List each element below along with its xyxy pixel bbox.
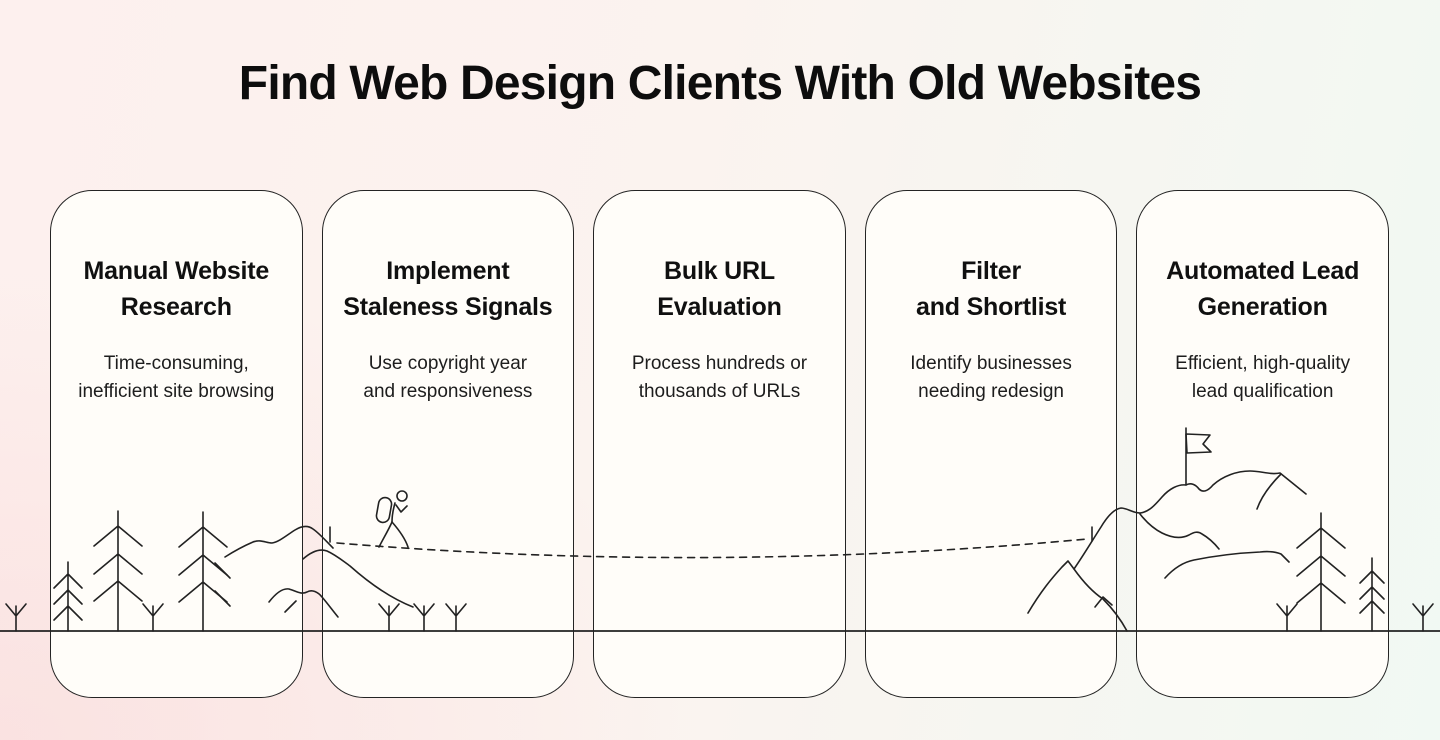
step-card-staleness-signals: Implement Staleness Signals Use copyrigh… — [321, 190, 575, 698]
card-description: Identify businesses needing redesign — [910, 353, 1072, 402]
card-heading: Bulk URL Evaluation — [657, 257, 782, 321]
card-description: Process hundreds or thousands of URLs — [631, 353, 808, 402]
card-description: Efficient, high-quality lead qualificati… — [1175, 353, 1351, 402]
card-heading: Implement Staleness Signals — [343, 257, 553, 321]
card-description: Use copyright year and responsiveness — [363, 353, 533, 402]
step-card-manual-research: Manual Website Research Time-consuming, … — [50, 190, 303, 698]
step-cards-row: Manual Website Research Time-consuming, … — [50, 190, 1389, 698]
card-heading: Manual Website Research — [83, 257, 270, 321]
step-card-filter-shortlist: Filter and Shortlist Identify businesses… — [864, 190, 1118, 698]
card-heading: Filter and Shortlist — [915, 257, 1067, 321]
page-title: Find Web Design Clients With Old Website… — [238, 57, 1202, 110]
card-heading: Automated Lead Generation — [1166, 257, 1360, 321]
step-card-bulk-url-evaluation: Bulk URL Evaluation Process hundreds or … — [593, 190, 846, 698]
step-card-automated-leads: Automated Lead Generation Efficient, hig… — [1136, 190, 1389, 698]
card-description: Time-consuming, inefficient site browsin… — [78, 353, 275, 402]
